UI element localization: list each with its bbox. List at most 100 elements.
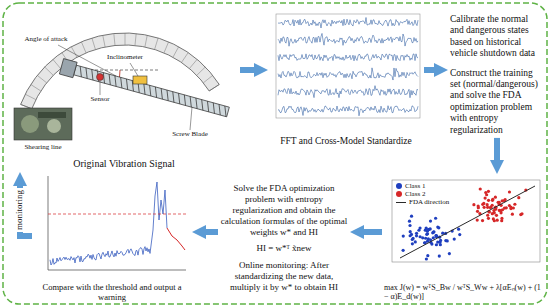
class-point bbox=[483, 206, 486, 209]
node-text: Calibrate the normal and dangerous state… bbox=[450, 14, 544, 60]
screw-flight bbox=[193, 98, 200, 109]
part-label: Sensor bbox=[90, 96, 109, 104]
node-text: Online monitoring: After standardizing t… bbox=[220, 260, 348, 292]
class-point bbox=[476, 218, 479, 221]
leader-line bbox=[130, 63, 138, 76]
legend-text: FDA direction bbox=[409, 198, 449, 206]
process-text: Calibrate the normal and dangerous state… bbox=[450, 14, 544, 136]
track-tick bbox=[103, 35, 105, 47]
class-point bbox=[421, 236, 424, 239]
class-point bbox=[425, 257, 428, 260]
x-axis bbox=[48, 270, 186, 271]
track-tick bbox=[53, 59, 61, 68]
track-tick bbox=[71, 47, 77, 58]
legend-row: FDA direction bbox=[396, 198, 449, 206]
signal-panel bbox=[276, 14, 420, 118]
class-point bbox=[509, 206, 512, 209]
class-point bbox=[411, 242, 414, 245]
class-point bbox=[410, 215, 413, 218]
class-point bbox=[432, 230, 435, 233]
node-text: Construct the training set (normal/dange… bbox=[450, 68, 544, 136]
node-text: Compare with the threshold and output a … bbox=[34, 282, 190, 302]
machine-illustration bbox=[14, 33, 230, 140]
track-tick bbox=[114, 34, 115, 46]
class-point bbox=[446, 239, 449, 242]
screw-flight bbox=[89, 69, 96, 80]
class-point bbox=[498, 209, 501, 212]
flow-arrow bbox=[240, 67, 254, 73]
class-point bbox=[491, 198, 494, 201]
signal-trace bbox=[278, 17, 418, 28]
class-point bbox=[486, 214, 489, 217]
class-point bbox=[426, 229, 429, 232]
signal-trace bbox=[278, 106, 418, 116]
class-point bbox=[500, 219, 503, 222]
edge-label: monitoring bbox=[15, 188, 25, 232]
screw-flight bbox=[222, 106, 229, 117]
track-tick bbox=[173, 47, 179, 58]
class-point bbox=[411, 237, 414, 240]
class-point bbox=[457, 228, 460, 231]
track-tick bbox=[81, 42, 86, 53]
class-point bbox=[513, 203, 516, 206]
screw-flight bbox=[170, 92, 177, 103]
photo-frame bbox=[38, 112, 66, 118]
part-label: Angle of attack bbox=[24, 36, 67, 44]
warning-tail bbox=[167, 228, 185, 250]
chart-panel: Compare with the threshold and output a … bbox=[34, 172, 190, 302]
class-point bbox=[479, 187, 482, 190]
class-point bbox=[496, 219, 499, 222]
track-tick bbox=[181, 53, 188, 63]
flow-arrow bbox=[364, 229, 382, 235]
legend-text: Class 1 bbox=[405, 182, 425, 190]
class-point bbox=[426, 229, 429, 232]
track-tick bbox=[31, 84, 41, 90]
part-label: Shearing line bbox=[24, 144, 61, 152]
screw-flight bbox=[216, 104, 223, 115]
screw-flight bbox=[153, 87, 160, 98]
class-point bbox=[402, 249, 405, 252]
screw-blade bbox=[59, 59, 230, 120]
class-point bbox=[427, 237, 430, 240]
class-point bbox=[425, 226, 428, 229]
class-point bbox=[435, 234, 438, 237]
legend: Class 1Class 2FDA direction bbox=[396, 182, 449, 206]
class-point bbox=[448, 252, 451, 255]
machine-photo bbox=[14, 108, 72, 140]
screw-flight bbox=[187, 96, 194, 107]
class-point bbox=[426, 254, 429, 257]
legend-row: Class 2 bbox=[396, 190, 449, 198]
track-tick bbox=[37, 75, 46, 82]
track-tick bbox=[125, 33, 126, 45]
screw-flight bbox=[112, 76, 119, 87]
class-point bbox=[409, 234, 412, 237]
track-tick bbox=[135, 34, 136, 46]
track-tick bbox=[209, 84, 219, 90]
class-point bbox=[501, 199, 504, 202]
track-tick bbox=[197, 67, 206, 75]
track-tick bbox=[25, 94, 36, 99]
class-point bbox=[472, 203, 475, 206]
inclinometer bbox=[133, 76, 147, 84]
class-point bbox=[414, 240, 417, 243]
class-point bbox=[493, 219, 496, 222]
track-tick bbox=[45, 67, 54, 75]
class-point bbox=[439, 243, 442, 246]
screw-flight bbox=[182, 95, 189, 106]
class-point bbox=[426, 232, 429, 235]
part-label: Screw Blade bbox=[172, 131, 208, 139]
screw-flight bbox=[118, 77, 125, 88]
class-point bbox=[487, 217, 490, 220]
hi-chart bbox=[48, 176, 186, 270]
class-point bbox=[437, 226, 440, 229]
class-point bbox=[495, 214, 498, 217]
screw-flight bbox=[159, 88, 166, 99]
legend-row: Class 1 bbox=[396, 182, 449, 190]
legend-line-sample bbox=[396, 202, 406, 203]
screw-flight bbox=[106, 74, 113, 85]
leader-line bbox=[190, 107, 192, 130]
class-point bbox=[486, 203, 489, 206]
signal-trace bbox=[278, 86, 418, 98]
class-point bbox=[432, 230, 435, 233]
class-point bbox=[415, 234, 418, 237]
